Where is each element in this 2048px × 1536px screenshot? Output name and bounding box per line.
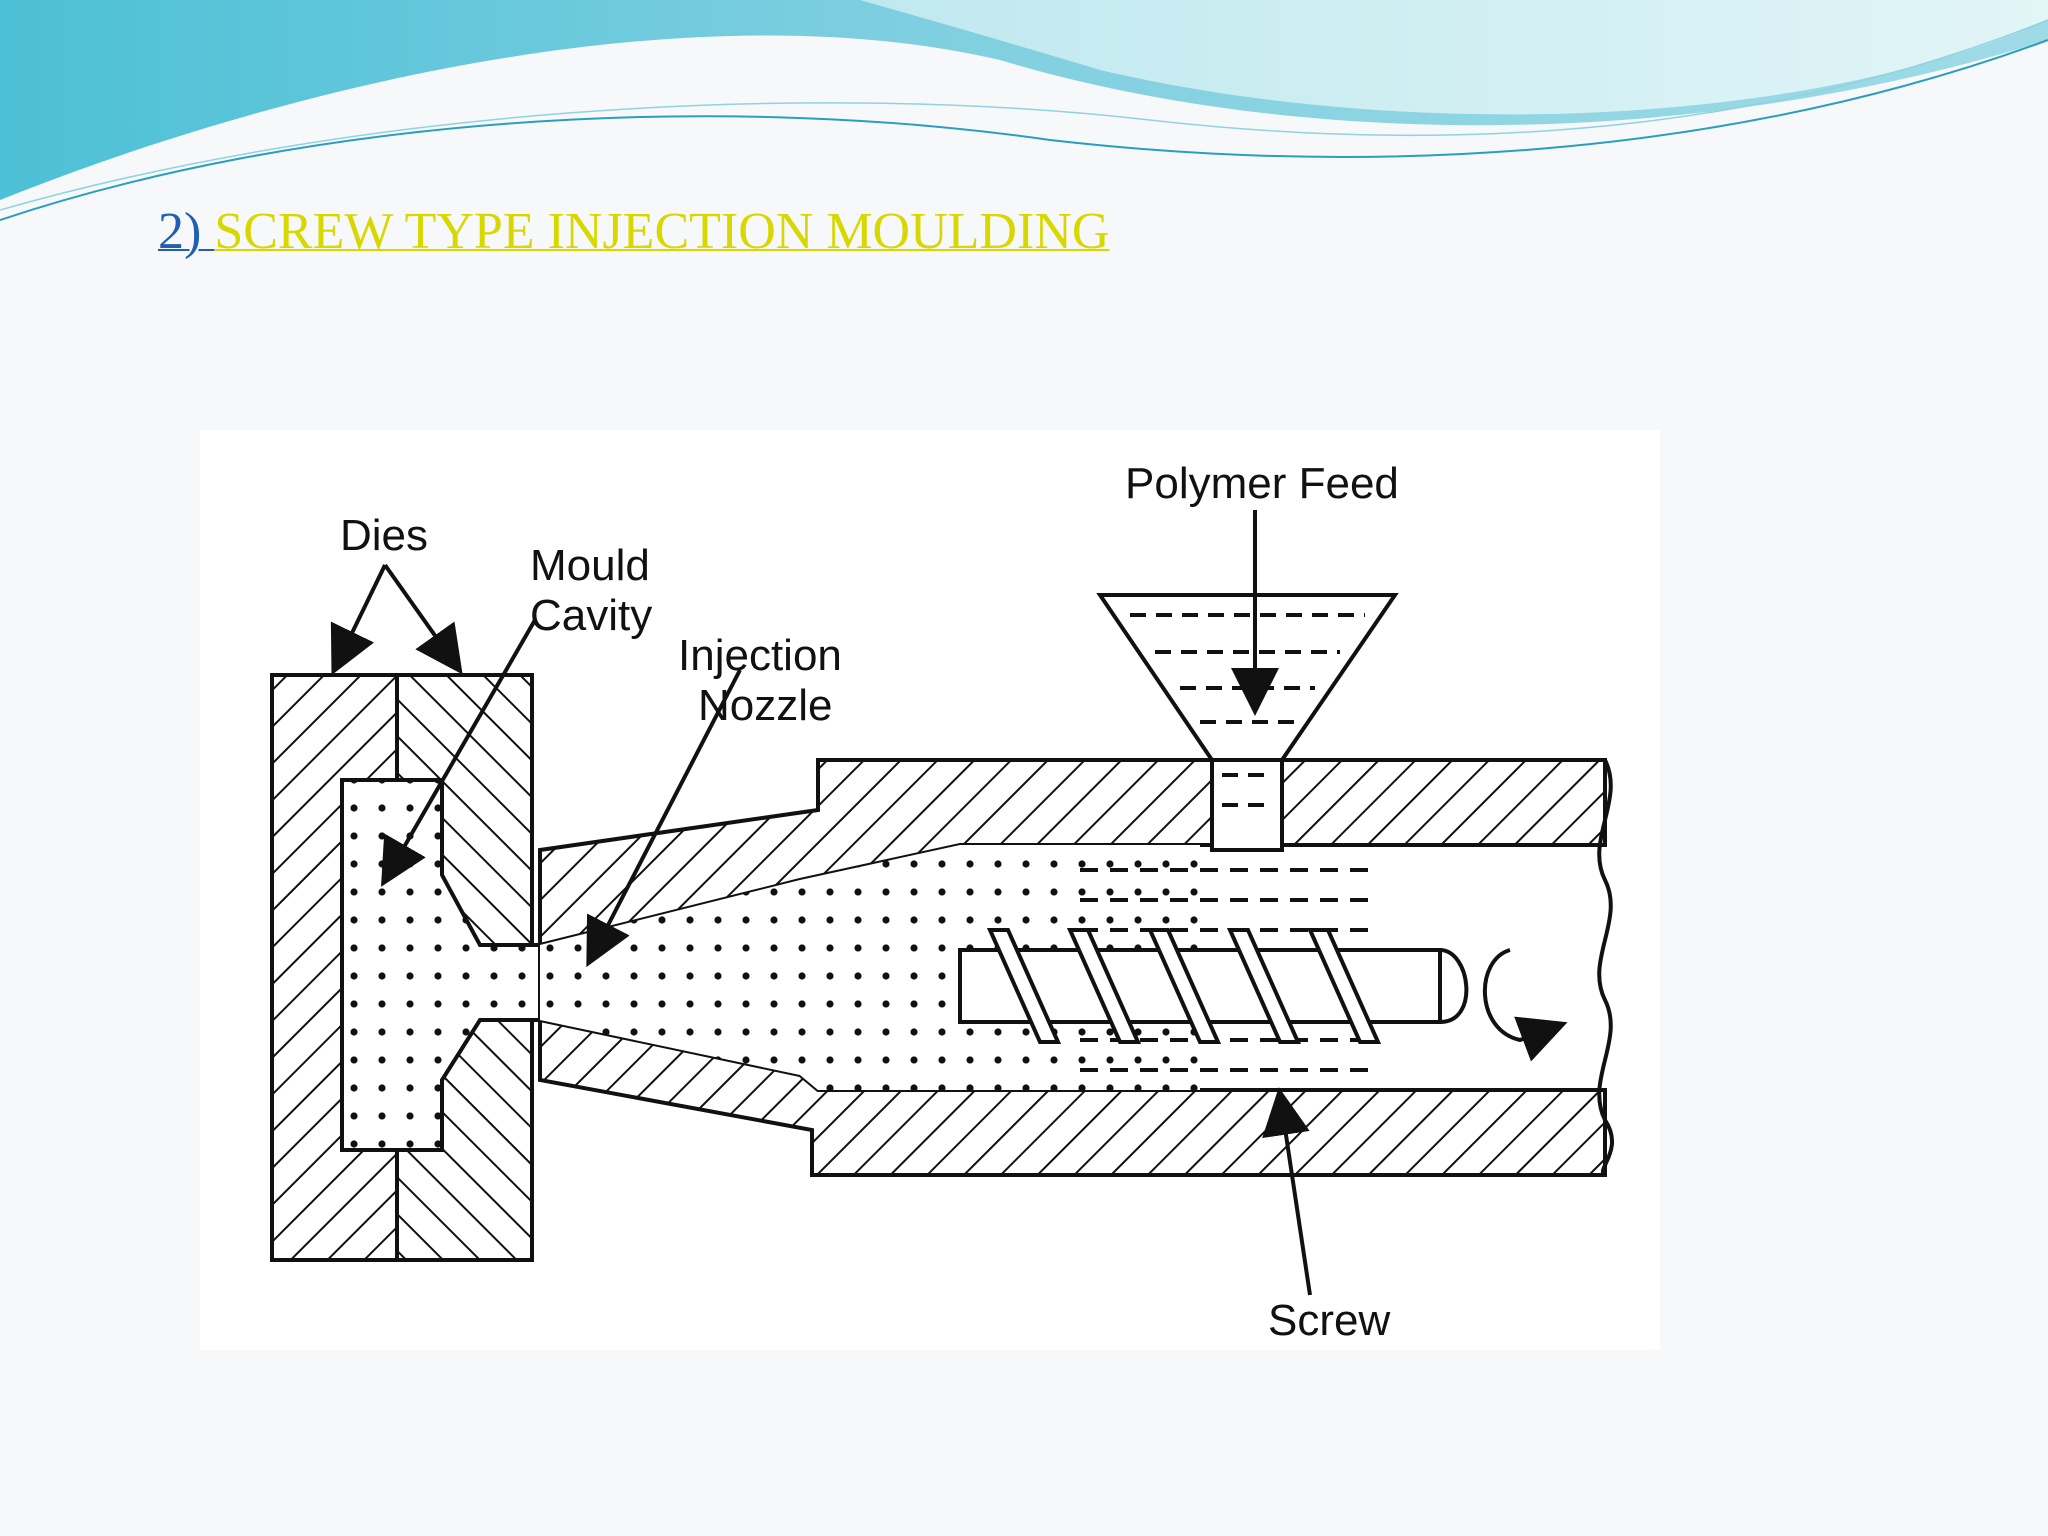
barrel-break-line <box>1597 759 1614 1177</box>
label-injection-nozzle-1: Injection <box>678 631 842 680</box>
label-screw: Screw <box>1268 1296 1390 1345</box>
label-polymer-feed: Polymer Feed <box>1125 459 1399 508</box>
label-mould-cavity-2: Cavity <box>530 591 652 640</box>
slide-title-text: SCREW TYPE INJECTION MOULDING <box>214 203 1110 260</box>
slide-title: 2) SCREW TYPE INJECTION MOULDING <box>158 200 1109 264</box>
injection-moulding-diagram: Dies Mould Cavity Injection Nozzle Polym… <box>200 430 1660 1350</box>
screw <box>958 928 1469 1044</box>
leader-lines <box>330 510 1312 1296</box>
slide-title-number: 2) <box>158 203 215 260</box>
rotation-arrow-icon <box>1482 948 1568 1062</box>
header-wave-banner <box>0 0 2048 221</box>
label-mould-cavity-1: Mould <box>530 541 650 590</box>
label-injection-nozzle-2: Nozzle <box>698 681 833 730</box>
label-dies: Dies <box>340 511 428 560</box>
